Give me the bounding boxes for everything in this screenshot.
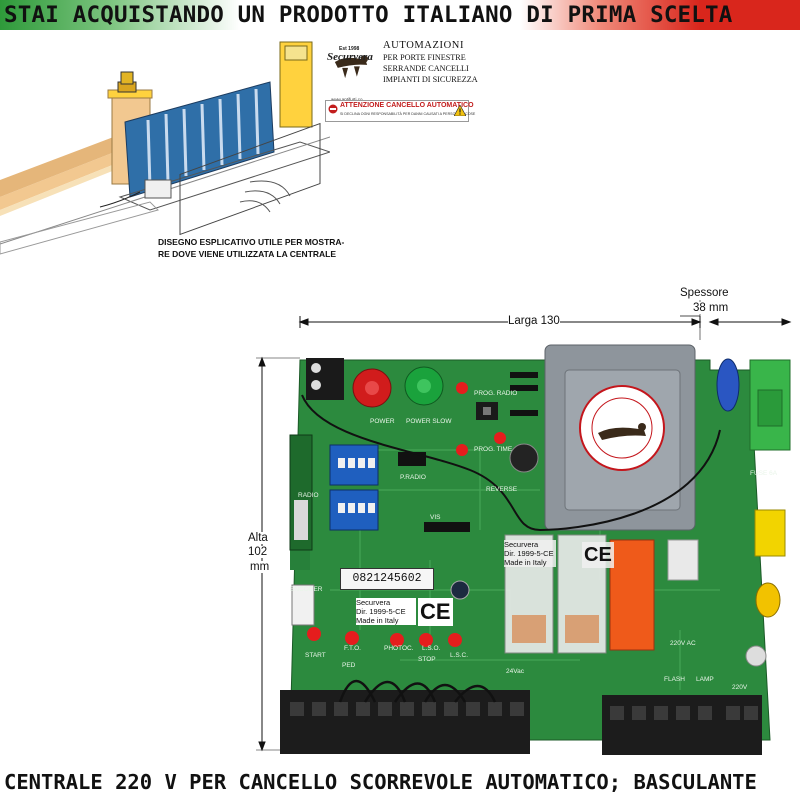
certification-label-1: Securvera Dir. 1999-5-CE Made in Italy <box>356 598 416 625</box>
logo-line-2: SERRANDE CANCELLI <box>383 64 469 73</box>
pcb-label-ped: PED <box>342 662 356 669</box>
width-dimension-label: Larga 130 <box>508 315 560 327</box>
thickness-label: Spessore <box>680 287 729 299</box>
caption-text: CENTRALE 220 V PER CANCELLO SCORREVOLE A… <box>4 770 757 794</box>
board-serial-number: 0821245602 <box>340 568 434 590</box>
certification-label-2: Securvera Dir. 1999-5-CE Made in Italy <box>504 540 556 567</box>
pcb-label-220vac: 220V AC <box>670 640 696 647</box>
banner-text: STAI ACQUISTANDO UN PRODOTTO ITALIANO DI… <box>4 2 733 28</box>
height-unit: mm <box>250 561 270 573</box>
pcb-label-lsc: L.S.C. <box>450 652 469 659</box>
label2-dir: Dir. 1999-5-CE <box>504 549 554 558</box>
logo-line-3: IMPIANTI DI SICUREZZA <box>383 75 478 84</box>
pcb-label-prog-time: PROG. TIME <box>474 446 513 453</box>
pcb-label-reverse: REVERSE <box>486 486 518 493</box>
label2-made: Made in Italy <box>504 558 547 567</box>
dimension-lines <box>256 300 792 752</box>
warning-sign: ATTENZIONE CANCELLO AUTOMATICO SI DECLIN… <box>325 100 475 122</box>
pcb-label-power-slow: POWER SLOW <box>406 418 452 425</box>
height-label: Alta <box>248 532 268 544</box>
ce-mark-2: CE <box>582 542 614 568</box>
ce-mark-1: CE <box>418 598 453 626</box>
warning-subtitle: SI DECLINA OGNI RESPONSABILITÀ PER DANNI… <box>340 112 476 116</box>
pcb-label-flash: FLASH <box>664 676 685 683</box>
logo-line-1: PER PORTE FINESTRE <box>383 53 466 62</box>
pcb-label-24vac: 24Vac <box>506 668 524 675</box>
warning-title: ATTENZIONE CANCELLO AUTOMATICO <box>340 102 474 109</box>
pcb-label-prog-radio: PROG. RADIO <box>474 390 518 397</box>
pcb-label-lamp: LAMP <box>696 676 714 683</box>
gate-illustration <box>0 41 330 255</box>
pcb-label-power: POWER <box>370 418 395 425</box>
pcb-label-stop: STOP <box>418 656 436 663</box>
pcb-label-fto: F.T.O. <box>344 645 361 652</box>
logo-website: www.antifurti.co <box>331 97 363 102</box>
pcb-label-vis: VIS <box>430 514 441 521</box>
thickness-value: 38 mm <box>693 302 729 314</box>
pcb-label-photoc: PHOTOC. <box>384 645 414 652</box>
brand-logo-icon <box>334 55 368 79</box>
brand-logo-block: Est 1998 Securvera www.antifurti.co AUTO… <box>325 40 478 118</box>
label1-dir: Dir. 1999-5-CE <box>356 607 406 616</box>
pcb-label-lso: L.S.O. <box>422 645 441 652</box>
pcb-label-start: START <box>305 652 326 659</box>
illustration-caption-line1: DISEGNO ESPLICATIVO UTILE PER MOSTRA- <box>158 237 345 247</box>
warning-triangle-icon <box>454 105 466 116</box>
pcb-label-p-radio: P.RADIO <box>400 474 426 481</box>
height-value: 102 <box>248 546 268 558</box>
pcb-label-encoder: ENCODER <box>290 586 323 593</box>
illustration-caption: DISEGNO ESPLICATIVO UTILE PER MOSTRA- RE… <box>158 236 368 260</box>
logo-brand: Securvera <box>327 51 373 63</box>
pcb-label-fuse: FUSE 6A <box>750 470 778 477</box>
label1-made: Made in Italy <box>356 616 399 625</box>
pcb-label-radio: RADIO <box>298 492 319 499</box>
label2-brand: Securvera <box>504 540 539 549</box>
illustration-caption-line2: RE DOVE VIENE UTILIZZATA LA CENTRALE <box>158 249 337 259</box>
label1-brand: Securvera <box>356 598 391 607</box>
pcb-label-220v: 220V <box>732 684 748 691</box>
logo-est: Est 1998 <box>339 46 360 52</box>
top-banner: STAI ACQUISTANDO UN PRODOTTO ITALIANO DI… <box>0 0 800 30</box>
bottom-caption: CENTRALE 220 V PER CANCELLO SCORREVOLE A… <box>0 768 800 800</box>
no-entry-icon <box>328 104 338 114</box>
logo-title: AUTOMAZIONI <box>383 40 465 51</box>
